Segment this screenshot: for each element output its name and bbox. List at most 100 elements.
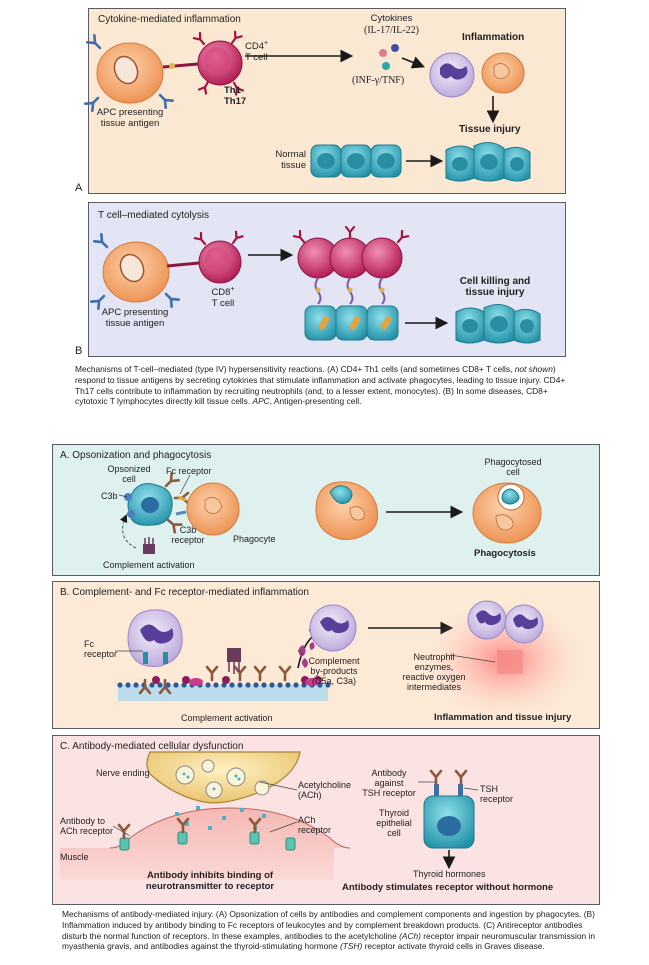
ach-receptors bbox=[117, 817, 296, 851]
byproducts-line2: by-products bbox=[310, 666, 358, 677]
complement-activation-a bbox=[119, 514, 155, 554]
phagocyte-with-cell bbox=[472, 482, 542, 544]
figure2-caption: Mechanisms of antibody-mediated injury. … bbox=[62, 909, 602, 952]
panel-b-title: T cell–mediated cytolysis bbox=[98, 210, 209, 221]
tsh-receptor-line2: receptor bbox=[480, 794, 514, 805]
c3b-label: C3b bbox=[101, 491, 118, 501]
cd4-label-line2: T cell bbox=[245, 51, 268, 63]
caption2-italic1: (ACh) bbox=[399, 930, 421, 941]
inflammation-label: Inflammation bbox=[462, 32, 525, 43]
inhibits-line1: Antibody inhibits binding of bbox=[146, 870, 274, 881]
antibody-inhibits-label: Antibody inhibits binding of neurotransm… bbox=[110, 870, 310, 892]
apc-label-a: APC presenting tissue antigen bbox=[94, 107, 166, 129]
caption1-part2: ) respond to tissue antigens by secretin… bbox=[75, 364, 566, 407]
byproducts-line3: (C5a, C3a) bbox=[311, 676, 356, 687]
cell-killing-line2: tissue injury bbox=[465, 287, 525, 299]
leader-lines bbox=[112, 474, 496, 837]
caption1-italic1: not shown bbox=[514, 364, 553, 374]
ctl-attack-group bbox=[292, 225, 410, 341]
apc-label-b-line2: tissue antigen bbox=[105, 317, 165, 329]
cd4-label: CD4+ T cell bbox=[245, 40, 268, 63]
caption2-part3: receptor activate thyroid cells in Grave… bbox=[362, 941, 545, 952]
caption1-part3: , Antigen-presenting cell. bbox=[269, 396, 362, 407]
normal-tissue-label: Normal tissue bbox=[270, 149, 306, 171]
panel-a-title: Cytokine-mediated inflammation bbox=[98, 14, 241, 25]
cd8-sup: + bbox=[230, 286, 235, 293]
inflammation-injury-label: Inflammation and tissue injury bbox=[434, 712, 572, 723]
membrane-antibodies bbox=[138, 648, 292, 695]
figure1-caption: Mechanisms of T-cell–mediated (type IV) … bbox=[75, 364, 577, 407]
antibody-tsh-line2: against bbox=[374, 778, 404, 789]
antibody-stimulates-label: Antibody stimulates receptor without hor… bbox=[342, 882, 554, 893]
caption1-italic2: APC bbox=[252, 396, 270, 407]
cytokines-inf: (INF-γ/TNF) bbox=[352, 75, 405, 86]
thyroid-line2: epithelial bbox=[376, 818, 412, 829]
fc-receptor-b-line1: Fc bbox=[84, 639, 94, 649]
nerve-ending bbox=[146, 751, 301, 804]
thyroid-cell bbox=[423, 769, 475, 849]
cd8-label-text: CD8 bbox=[211, 287, 231, 299]
thyroid-cell-label: Thyroid epithelial cell bbox=[368, 808, 420, 838]
c3b-receptor-line2: receptor bbox=[171, 535, 205, 546]
fc-receptor-label-b: Fc receptor bbox=[84, 639, 117, 659]
byproducts-line1: Complement bbox=[308, 656, 360, 666]
caption2-part1: Mechanisms of antibody-mediated injury. … bbox=[62, 909, 595, 941]
apc-label-b-line1: APC presenting bbox=[101, 307, 169, 318]
thyroid-line3: cell bbox=[387, 828, 401, 839]
cd8-label-line2: T cell bbox=[211, 297, 235, 309]
byproducts-label: Complement by-products (C5a, C3a) bbox=[306, 656, 362, 686]
neutrophil-a bbox=[429, 52, 475, 98]
apc-label-a-line1: APC presenting bbox=[96, 107, 164, 118]
complement-activation-label-a: Complement activation bbox=[103, 560, 195, 570]
cytokine-particles bbox=[379, 44, 399, 70]
normal-tissue-line1: Normal bbox=[275, 149, 306, 160]
thyroid-hormones-label: Thyroid hormones bbox=[413, 869, 486, 879]
apc-cell-b bbox=[89, 232, 181, 311]
normal-tissue-line2: tissue bbox=[281, 159, 306, 171]
th17-label: Th17 bbox=[224, 95, 247, 107]
tsh-receptor-label: TSH receptor bbox=[480, 784, 513, 804]
ach-receptor-label: ACh receptor bbox=[298, 815, 331, 835]
panel-b-letter: B bbox=[75, 345, 83, 357]
inflamed-tissue-b bbox=[425, 600, 585, 718]
cell-killing-label: Cell killing and tissue injury bbox=[452, 276, 538, 298]
fc-receptor-b-line2: receptor bbox=[84, 649, 118, 660]
antibody-tsh-label: Antibody against TSH receptor bbox=[360, 768, 418, 798]
apc-label-a-line2: tissue antigen bbox=[100, 117, 160, 129]
opsonized-cell bbox=[124, 471, 190, 534]
phagocytosed-cell-label: Phagocytosed cell bbox=[478, 457, 548, 477]
phagocytosed-line2: cell bbox=[506, 467, 520, 478]
arrow-cytokines-to-inflammation bbox=[401, 56, 425, 69]
neutrophil-line1: Neutrophil bbox=[413, 652, 455, 662]
panel-a-letter: A bbox=[75, 182, 83, 194]
th-subsets: Th1 Th17 bbox=[224, 85, 247, 107]
acetylcholine-label: Acetylcholine (ACh) bbox=[298, 780, 351, 800]
opsonized-cell-label: Opsonized cell bbox=[105, 464, 153, 484]
cd4-sup: + bbox=[264, 40, 269, 47]
ach-receptor-line2: receptor bbox=[298, 825, 332, 836]
fc-receptor-label-a: Fc receptor bbox=[166, 466, 212, 476]
phagocyte-label: Phagocyte bbox=[233, 534, 276, 544]
c3b-receptor-label: C3b receptor bbox=[170, 525, 206, 545]
cytokines-label: Cytokines (IL-17/IL-22) bbox=[349, 13, 434, 36]
antibody-dysfunction-title: C. Antibody-mediated cellular dysfunctio… bbox=[60, 741, 244, 752]
antibody-tsh-line1: Antibody bbox=[371, 768, 407, 778]
engulfing-phagocyte bbox=[315, 481, 379, 540]
tissue-injury-label: Tissue injury bbox=[459, 124, 521, 135]
apc-cell-a bbox=[83, 33, 175, 113]
opsonized-line2: cell bbox=[122, 474, 136, 485]
cd8-label: CD8+ T cell bbox=[203, 286, 243, 309]
antibody-to-ach-label: Antibody to ACh receptor bbox=[60, 816, 113, 836]
cd4-label-text: CD4 bbox=[245, 41, 265, 53]
cytokines-il: (IL-17/IL-22) bbox=[364, 24, 419, 36]
cytokines-title: Cytokines bbox=[370, 13, 413, 24]
muscle-label: Muscle bbox=[60, 852, 89, 862]
neutrophil-line2: enzymes, bbox=[414, 662, 454, 673]
complement-fc-title: B. Complement- and Fc receptor-mediated … bbox=[60, 587, 309, 598]
injured-tissue-a bbox=[445, 142, 531, 182]
cell-killing-line1: Cell killing and bbox=[459, 276, 531, 287]
c3b-receptor-line1: C3b bbox=[179, 525, 197, 535]
neutrophil-line4: intermediates bbox=[406, 682, 462, 693]
membrane-b bbox=[117, 676, 331, 701]
thyroid-line1: Thyroid bbox=[378, 808, 409, 818]
